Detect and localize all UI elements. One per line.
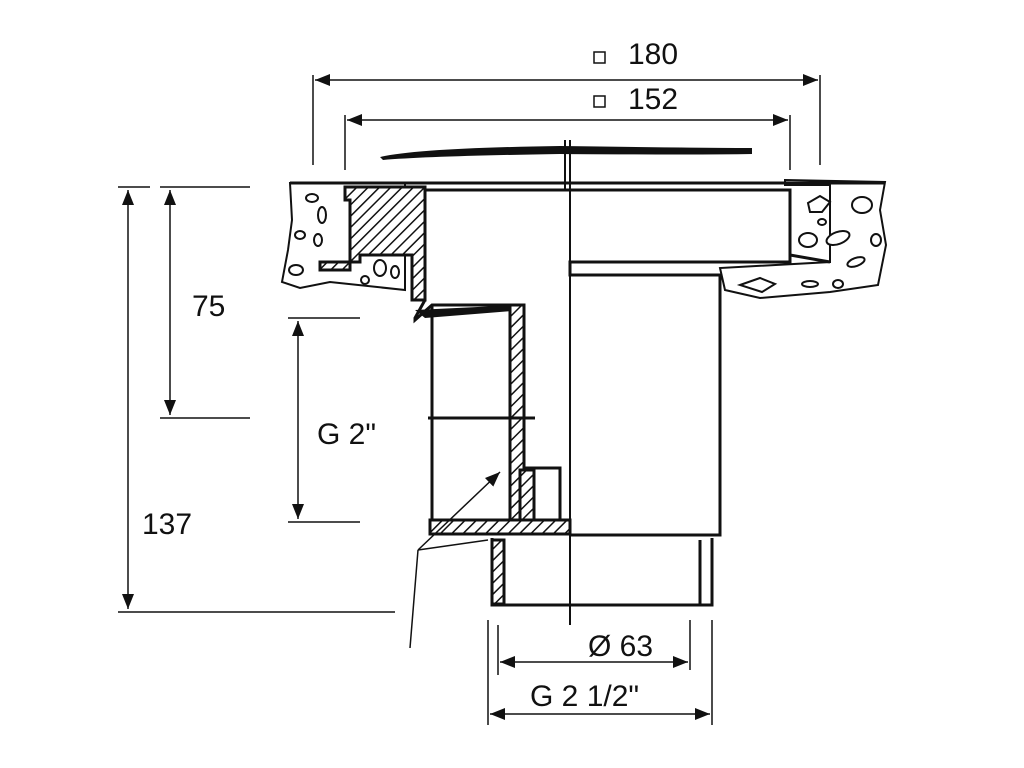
dimension-diameter-pipe: Ø 63 xyxy=(497,620,691,675)
square-symbol-icon xyxy=(593,95,606,108)
concrete-slab xyxy=(280,178,888,300)
thread-side-label: G 2" xyxy=(317,418,376,451)
dimension-height-total: 137 xyxy=(118,186,395,613)
diameter-pipe-label: Ø 63 xyxy=(588,630,653,663)
square-symbol-icon xyxy=(593,51,606,64)
dimension-width-inner: 152 xyxy=(344,83,791,170)
leader-line xyxy=(409,471,501,649)
dimension-height-upper: 75 xyxy=(160,186,250,419)
height-total-label: 137 xyxy=(142,508,192,541)
width-outer-label: 180 xyxy=(628,38,678,71)
drain-body xyxy=(413,140,831,625)
dimension-thread-side: G 2" xyxy=(288,317,376,523)
width-inner-label: 152 xyxy=(628,83,678,116)
height-upper-label: 75 xyxy=(192,290,225,323)
dimension-width-outer: 180 xyxy=(312,38,821,165)
thread-bottom-label: G 2 1/2" xyxy=(530,680,639,713)
dimension-thread-bottom: G 2 1/2" xyxy=(487,620,713,725)
